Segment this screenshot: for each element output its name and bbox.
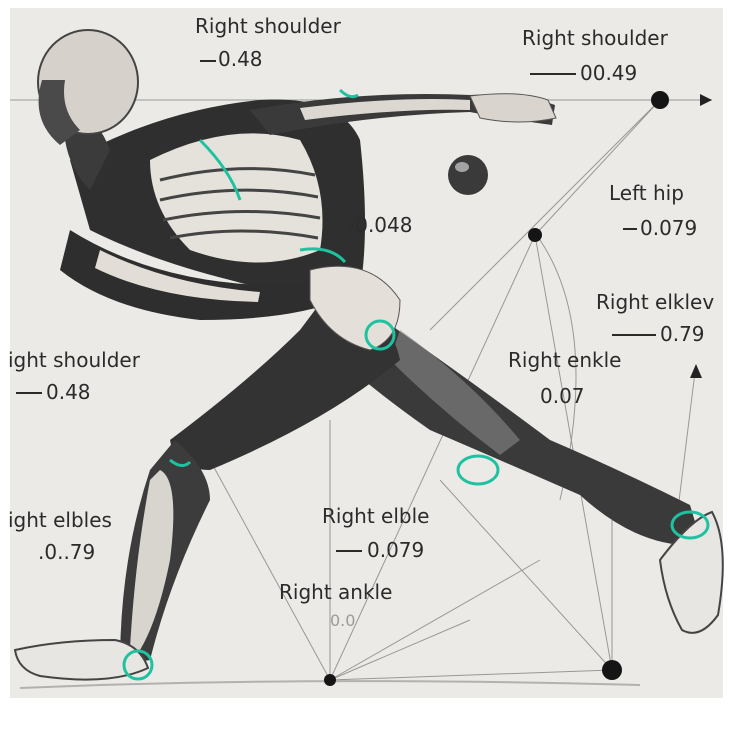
label-right-shoulder-top: Right shoulder [195,16,341,36]
point-right-ankle [324,674,336,686]
label-right-shoulder-right: Right shoulder [522,28,668,48]
label-left-shoulder: ight shoulder [8,350,140,370]
label-left-hip: Left hip [609,183,684,203]
value-right-enkle: 0.07 [540,386,585,406]
label-right-elklev: Right elklev [596,292,714,312]
point-left-hip [528,228,542,242]
ball-icon [448,155,488,195]
value-right-shoulder-top: 0.48 [218,49,263,69]
dash-left-hip [623,228,637,230]
value-center-minus: -0.048 [348,215,412,235]
label-right-ankle: Right ankle [279,582,392,602]
value-right-elklev: 0.79 [660,324,705,344]
value-right-elble: 0.079 [367,540,424,560]
label-right-enkle: Right enkle [508,350,621,370]
dash-right-elklev [612,334,656,336]
value-right-ankle: 0.0 [330,613,355,629]
dash-right-shoulder-top [200,60,216,62]
value-elbles: .0..79 [38,542,95,562]
dash-left-shoulder [16,392,42,394]
value-left-shoulder: 0.48 [46,382,91,402]
dash-right-shoulder-right [530,73,576,75]
value-right-shoulder-right: 00.49 [580,63,637,83]
point-right-shoulder [651,91,669,109]
dash-right-elble [336,550,362,552]
arrow-up-icon [690,364,702,378]
value-left-hip: 0.079 [640,218,697,238]
label-elbles: ight elbles [8,510,112,530]
point-right-toe [602,660,622,680]
arrow-right-icon [700,94,712,106]
label-right-elble: Right elble [322,506,429,526]
